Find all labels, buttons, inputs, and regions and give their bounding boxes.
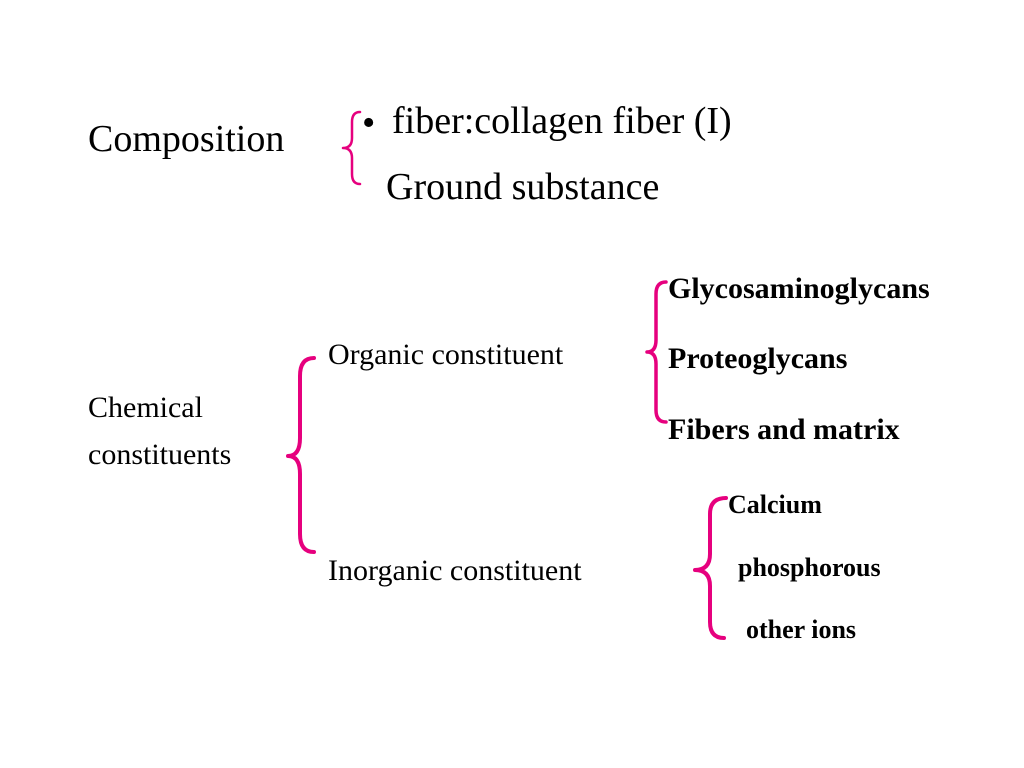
composition-brace	[341, 110, 362, 186]
chemical-label-line2: constituents	[88, 438, 232, 471]
organic-brace	[645, 280, 668, 424]
composition-item-ground-substance: Ground substance	[386, 166, 660, 208]
bullet-icon: •	[362, 102, 376, 144]
inorganic-item-phosphorous: phosphorous	[738, 553, 881, 582]
inorganic-brace	[693, 496, 728, 640]
organic-item-glycosaminoglycans: Glycosaminoglycans	[668, 272, 930, 305]
composition-label: Composition	[88, 118, 285, 160]
organic-item-fibers-and-matrix: Fibers and matrix	[668, 413, 900, 446]
composition-item-fiber: fiber:collagen fiber (I)	[392, 100, 732, 142]
organic-item-proteoglycans: Proteoglycans	[668, 342, 848, 375]
chemical-label-line1: Chemical	[88, 391, 203, 424]
organic-constituent-label: Organic constituent	[328, 338, 564, 371]
inorganic-constituent-label: Inorganic constituent	[328, 554, 582, 587]
chemical-brace	[286, 356, 316, 554]
inorganic-item-calcium: Calcium	[728, 490, 822, 519]
inorganic-item-other-ions: other ions	[746, 615, 857, 644]
